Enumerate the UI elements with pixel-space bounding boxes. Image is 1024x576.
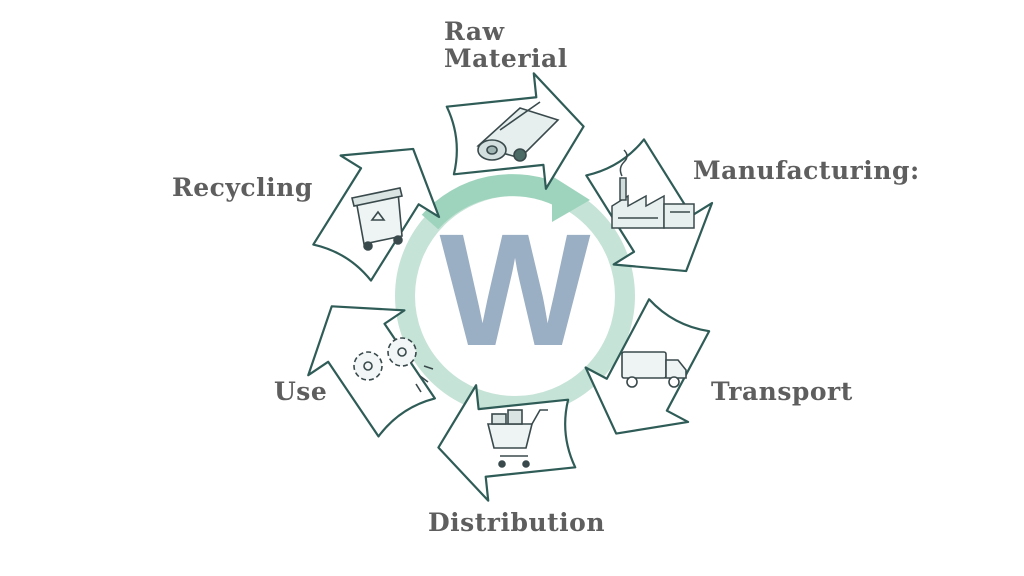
label-transport-text: Transport bbox=[711, 377, 853, 406]
w-logo-icon: W bbox=[439, 200, 590, 379]
label-use: Use bbox=[274, 378, 327, 405]
label-recycling: Recycling bbox=[172, 174, 313, 201]
svg-text:W: W bbox=[439, 200, 590, 379]
label-recycling-text: Recycling bbox=[172, 173, 313, 202]
label-distribution-text: Distribution bbox=[428, 508, 606, 537]
label-manufacturing-text: Manufacturing: bbox=[693, 156, 920, 185]
label-raw-material: Raw Material bbox=[444, 18, 568, 72]
paper-roll-icon bbox=[476, 101, 560, 162]
label-transport: Transport bbox=[711, 378, 853, 405]
factory-icon bbox=[611, 149, 695, 229]
label-raw-material-line-2: Material bbox=[444, 44, 568, 73]
label-use-text: Use bbox=[274, 377, 328, 406]
label-manufacturing: Manufacturing: bbox=[693, 157, 920, 184]
gears-icon bbox=[353, 337, 434, 393]
ring-arrowhead bbox=[552, 176, 590, 222]
label-raw-material-line-1: Raw bbox=[444, 17, 505, 46]
recycling-bin-icon bbox=[351, 187, 403, 251]
label-distribution: Distribution bbox=[428, 509, 605, 536]
shopping-cart-icon bbox=[486, 409, 548, 468]
truck-icon bbox=[621, 351, 687, 388]
